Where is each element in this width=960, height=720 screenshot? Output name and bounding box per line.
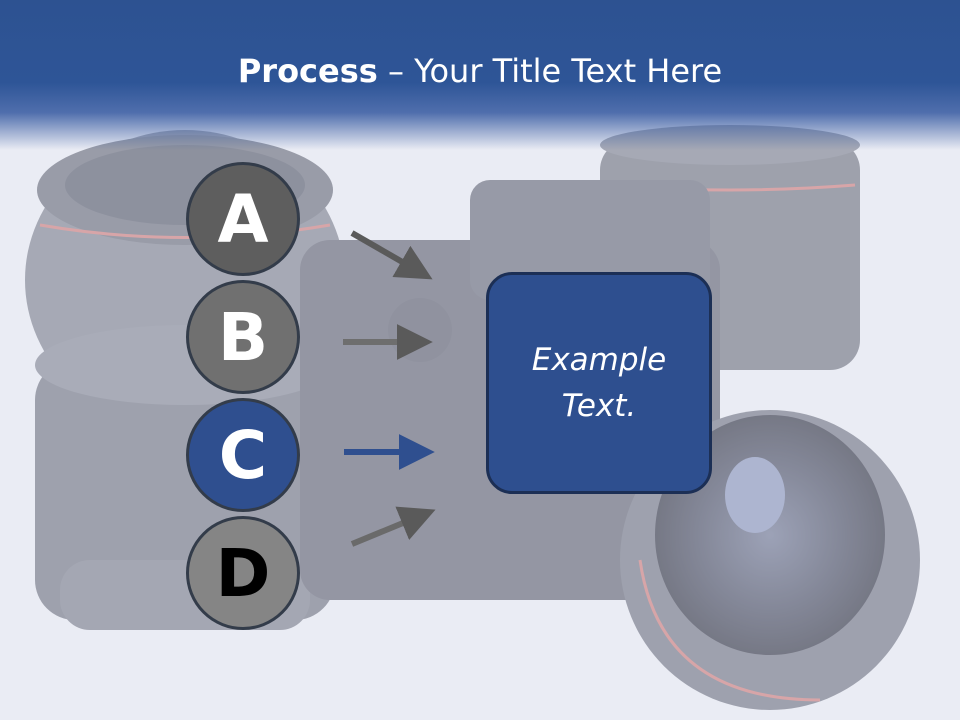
box-text-line2: Text. bbox=[561, 388, 637, 424]
title-banner bbox=[0, 0, 960, 150]
step-a-circle: A bbox=[186, 162, 300, 276]
slide-title-bold: Process bbox=[237, 52, 378, 90]
step-c-circle: C bbox=[186, 398, 300, 512]
step-d-letter: D bbox=[215, 534, 271, 612]
step-b-circle: B bbox=[186, 280, 300, 394]
step-c-letter: C bbox=[218, 416, 268, 494]
slide-title-rest: – Your Title Text Here bbox=[377, 52, 723, 90]
step-d-circle: D bbox=[186, 516, 300, 630]
slide-title: Process – Your Title Text Here bbox=[0, 52, 960, 90]
step-a-letter: A bbox=[217, 180, 269, 258]
step-b-letter: B bbox=[217, 298, 269, 376]
box-text-line1: Example bbox=[531, 342, 667, 378]
example-text-box: Example Text. bbox=[486, 272, 712, 494]
